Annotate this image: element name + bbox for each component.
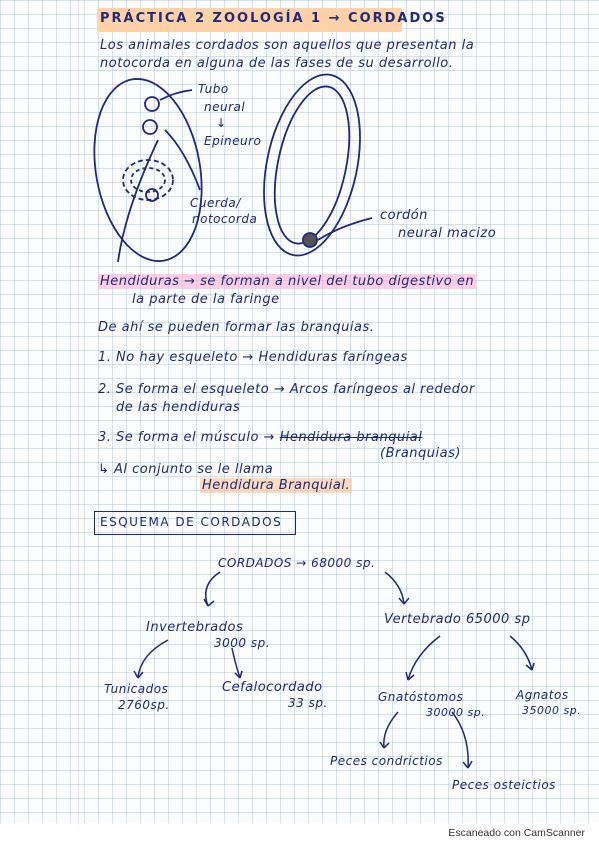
title-banner: PRÁCTICA 2 ZOOLOGÍA 1 → CORDADOS xyxy=(97,8,445,32)
neural-tube-circle xyxy=(144,96,160,112)
tree-cefalo-count: 33 sp. xyxy=(288,696,328,710)
embryo-outline-left xyxy=(93,78,203,262)
cordon-arrow xyxy=(317,217,373,241)
esquema-title: ESQUEMA DE CORDADOS xyxy=(100,515,283,529)
step-3-text: 3. Se forma el músculo → xyxy=(98,430,275,445)
tree-invertebrados: Invertebrados xyxy=(146,620,244,635)
step-4-line-1: ↳ Al conjunto se le llama xyxy=(98,462,274,477)
tree-root: CORDADOS → 68000 sp. xyxy=(218,556,376,570)
step-1: 1. No hay esqueleto → Hendiduras farínge… xyxy=(98,350,408,365)
tree-agnatos-count: 35000 sp. xyxy=(522,704,582,717)
tree-condrictios: Peces condrictios xyxy=(330,754,443,768)
label-notocorda: notocorda xyxy=(192,212,258,226)
tree-agnatos: Agnatos xyxy=(516,688,569,702)
tree-tunicados: Tunicados xyxy=(104,682,169,696)
tree-tunicados-count: 2760sp. xyxy=(118,698,170,712)
hendiduras-line-1-text: Hendiduras → se forman a nivel del tubo … xyxy=(98,274,477,289)
label-neural-macizo: neural macizo xyxy=(398,226,497,241)
tree-gnato-count: 30000 sp. xyxy=(426,706,486,719)
embryo-inner-right xyxy=(273,85,351,245)
cell-diagram xyxy=(93,73,373,263)
embryo-outline-right xyxy=(263,73,361,257)
label-cuerda: Cuerda/ xyxy=(190,196,241,210)
tubo-arrow xyxy=(159,89,193,101)
label-neural: neural xyxy=(204,100,246,114)
step-4-line-2: Hendidura Branquial. xyxy=(200,478,353,493)
notochord-circle xyxy=(145,188,159,202)
neural-cord-solid xyxy=(302,232,318,248)
tree-invertebrados-count: 3000 sp. xyxy=(214,636,271,650)
tree-vertebrado: Vertebrado 65000 sp xyxy=(384,612,531,627)
page-title: PRÁCTICA 2 ZOOLOGÍA 1 → CORDADOS xyxy=(100,11,447,26)
tree-arrows xyxy=(133,571,535,769)
step-3-branquias: (Branquias) xyxy=(380,446,461,461)
tree-osteictios: Peces osteictios xyxy=(452,778,556,792)
hendiduras-arrow xyxy=(117,139,159,263)
arrow-to-agnatos xyxy=(509,635,533,671)
label-tubo: Tubo xyxy=(198,82,229,96)
esquema-box xyxy=(94,511,296,535)
hendiduras-line-2: la parte de la faringe xyxy=(132,292,280,307)
step-2-line-2: de las hendiduras xyxy=(116,400,241,415)
step-2-line-1: 2. Se forma el esqueleto → Arcos farínge… xyxy=(98,382,475,397)
tree-gnatostomos: Gnatóstomos xyxy=(378,690,464,704)
label-epineuro: Epineuro xyxy=(204,134,262,148)
arrow-to-cefalo xyxy=(231,647,241,679)
intro-line-1: Los animales cordados son aquellos que p… xyxy=(100,38,475,53)
cuerda-arrow xyxy=(164,129,201,191)
label-cordon: cordón xyxy=(380,208,428,223)
branquias-intro: De ahí se pueden formar las branquias. xyxy=(98,320,375,335)
arrow-to-invert xyxy=(205,571,221,607)
step-3: 3. Se forma el músculo → Hendidura branq… xyxy=(98,430,422,445)
scanner-watermark: Escaneado con CamScanner xyxy=(448,827,585,839)
step-4-highlight: Hendidura Branquial. xyxy=(200,478,353,493)
notochord-inner-ring xyxy=(130,167,166,193)
tree-cefalocordado: Cefalocordado xyxy=(222,680,323,695)
arrow-to-osteictios xyxy=(451,711,469,769)
epineuro-circle xyxy=(142,119,158,135)
notebook-page: PRÁCTICA 2 ZOOLOGÍA 1 → CORDADOS Los ani… xyxy=(0,0,599,823)
margin-line xyxy=(78,0,79,823)
arrow-to-vert xyxy=(384,571,405,605)
arrow-to-condrictios xyxy=(383,711,399,749)
scanner-footer: Escaneado con CamScanner xyxy=(0,823,599,848)
label-arrow-down: ↓ xyxy=(216,116,227,130)
step-3-struck: Hendidura branquial xyxy=(279,430,423,445)
arrow-to-gnato xyxy=(407,635,441,681)
arrow-to-tunicados xyxy=(137,639,169,679)
hendiduras-line-1: Hendiduras → se forman a nivel del tubo … xyxy=(98,274,477,289)
intro-line-2: notocorda en alguna de las fases de su d… xyxy=(100,56,454,71)
